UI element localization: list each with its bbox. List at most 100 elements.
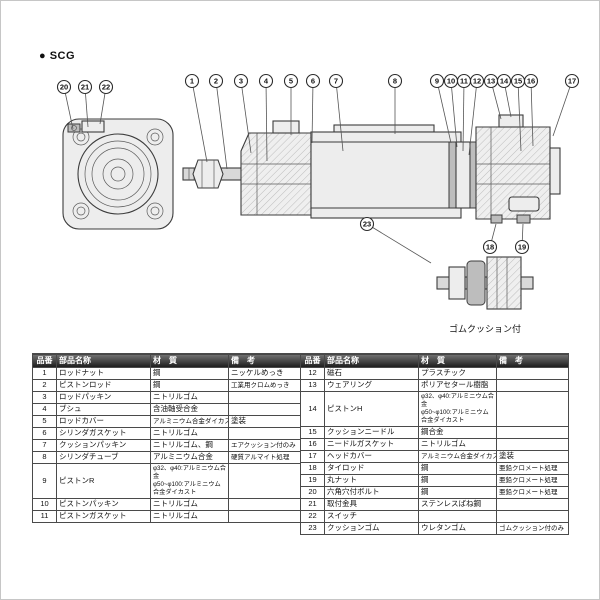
material-cell: ニトリルゴム bbox=[150, 498, 229, 512]
svg-text:17: 17 bbox=[568, 77, 576, 86]
part-name-cell: クッションゴム bbox=[324, 522, 419, 536]
part-balloon-4: 4 bbox=[258, 73, 274, 89]
part-name-cell: ロッドパッキン bbox=[56, 391, 151, 404]
svg-text:10: 10 bbox=[447, 77, 455, 86]
column-header: 部品名称 bbox=[56, 353, 151, 368]
part-number-cell: 13 bbox=[300, 379, 325, 392]
leader-line-12 bbox=[468, 80, 478, 156]
material-cell: ニトリルゴム bbox=[150, 427, 229, 440]
leader-line-20 bbox=[63, 86, 74, 130]
part-balloon-20: 20 bbox=[56, 79, 72, 95]
part-number-cell: 22 bbox=[300, 510, 325, 524]
part-balloon-22: 22 bbox=[98, 79, 114, 95]
material-cell: プラスチック bbox=[418, 367, 497, 380]
note-cell: ゴムクッション付のみ bbox=[496, 522, 569, 536]
note-cell bbox=[496, 498, 569, 512]
section-view bbox=[182, 114, 561, 224]
material-cell bbox=[418, 510, 497, 524]
note-cell: ニッケルめっき bbox=[228, 367, 301, 380]
svg-text:7: 7 bbox=[334, 77, 338, 86]
svg-text:18: 18 bbox=[486, 243, 494, 252]
column-header: 部品名称 bbox=[324, 353, 419, 368]
svg-text:12: 12 bbox=[473, 77, 481, 86]
parts-table-row: 5ロッドカバーアルミニウム合金ダイカスト塗装 bbox=[32, 415, 301, 428]
part-number-cell: 10 bbox=[32, 498, 57, 512]
part-balloon-8: 8 bbox=[387, 73, 403, 89]
column-header: 備 考 bbox=[496, 353, 569, 368]
leader-line-11 bbox=[462, 80, 465, 152]
part-number-cell: 15 bbox=[300, 426, 325, 440]
svg-text:16: 16 bbox=[527, 77, 535, 86]
svg-text:15: 15 bbox=[514, 77, 522, 86]
material-cell: 鋼 bbox=[418, 486, 497, 500]
note-cell bbox=[228, 427, 301, 440]
part-balloon-10: 10 bbox=[443, 73, 459, 89]
svg-text:8: 8 bbox=[393, 77, 397, 86]
material-cell: 鋼 bbox=[150, 367, 229, 380]
part-balloon-21: 21 bbox=[77, 79, 93, 95]
note-cell: 亜鉛クロメート処理 bbox=[496, 474, 569, 488]
series-label: ● SCG bbox=[39, 50, 76, 62]
svg-text:4: 4 bbox=[264, 77, 269, 86]
part-name-cell: 丸ナット bbox=[324, 474, 419, 488]
part-number-cell: 4 bbox=[32, 403, 57, 416]
svg-text:11: 11 bbox=[460, 77, 468, 86]
part-number-cell: 6 bbox=[32, 427, 57, 440]
note-cell: 工業用クロムめっき bbox=[228, 379, 301, 392]
material-cell: アルミニウム合金ダイカスト bbox=[150, 415, 229, 428]
material-cell: ニトリルゴム、鋼 bbox=[150, 439, 229, 452]
part-name-cell: ブシュ bbox=[56, 403, 151, 416]
column-header: 品番 bbox=[300, 353, 325, 368]
parts-table-row: 17ヘッドカバーアルミニウム合金ダイカスト塗装 bbox=[300, 450, 569, 464]
material-cell: 鋼 bbox=[418, 474, 497, 488]
part-number-cell: 21 bbox=[300, 498, 325, 512]
part-number-cell: 20 bbox=[300, 486, 325, 500]
column-header: 品番 bbox=[32, 353, 57, 368]
material-cell: 鋼合金 bbox=[418, 426, 497, 440]
note-cell bbox=[228, 498, 301, 512]
svg-text:9: 9 bbox=[435, 77, 439, 86]
part-balloon-18: 18 bbox=[482, 239, 498, 255]
note-cell: 亜鉛クロメート処理 bbox=[496, 462, 569, 476]
note-cell bbox=[496, 426, 569, 440]
part-name-cell: 磁石 bbox=[324, 367, 419, 380]
material-cell: 含油軸受合金 bbox=[150, 403, 229, 416]
part-balloon-19: 19 bbox=[514, 239, 530, 255]
part-number-cell: 19 bbox=[300, 474, 325, 488]
note-cell: 硬質アルマイト処理 bbox=[228, 451, 301, 464]
part-balloon-14: 14 bbox=[496, 73, 512, 89]
svg-text:14: 14 bbox=[500, 77, 509, 86]
leader-line-7 bbox=[335, 80, 344, 152]
part-number-cell: 16 bbox=[300, 438, 325, 452]
material-cell: 鋼 bbox=[418, 462, 497, 476]
part-balloon-7: 7 bbox=[328, 73, 344, 89]
material-cell: ニトリルゴム bbox=[150, 510, 229, 524]
part-balloon-3: 3 bbox=[233, 73, 249, 89]
part-name-cell: シリンダガスケット bbox=[56, 427, 151, 440]
part-number-cell: 7 bbox=[32, 439, 57, 452]
part-balloon-5: 5 bbox=[283, 73, 299, 89]
parts-table-header-row: 品番部品名称材 質備 考 bbox=[300, 353, 569, 368]
leader-line-23 bbox=[366, 223, 432, 264]
svg-text:6: 6 bbox=[311, 77, 315, 86]
part-balloon-13: 13 bbox=[483, 73, 499, 89]
part-balloon-1: 1 bbox=[184, 73, 200, 89]
leader-line-10 bbox=[450, 80, 458, 148]
parts-table-header-row: 品番部品名称材 質備 考 bbox=[32, 353, 301, 368]
part-number-cell: 2 bbox=[32, 379, 57, 392]
column-header: 備 考 bbox=[228, 353, 301, 368]
